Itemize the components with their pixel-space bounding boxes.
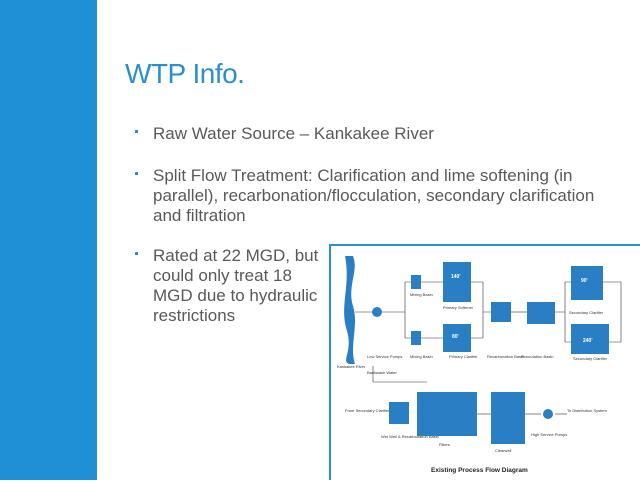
bullet-text: Rated at 22 MGD, but could only treat 18… (153, 246, 319, 325)
process-flow-svg: Kankakee River Low Service Pumps Mixing … (337, 256, 622, 474)
mixing-basin-top (411, 275, 421, 289)
bullet-marker (135, 130, 138, 133)
label-clearwell: Clearwell (495, 448, 512, 453)
primary-softener (443, 262, 471, 302)
label-to-distribution: To Distribution System (567, 408, 607, 413)
flow-lines (355, 281, 622, 415)
label-secondary-clarifier-top: Secondary Clarifier (569, 310, 604, 315)
bullet-text: Raw Water Source – Kankakee River (153, 124, 434, 143)
bullet-marker (135, 252, 138, 255)
diagram-caption: Existing Process Flow Diagram (431, 467, 528, 474)
label-mixing-bottom: Mixing Basin (410, 354, 433, 359)
flocculation-basin (527, 302, 555, 324)
label-mixing-top: Mixing Basin (410, 292, 433, 297)
bullet-item: Split Flow Treatment: Clarification and … (135, 166, 615, 226)
bullet-text: Split Flow Treatment: Clarification and … (153, 166, 595, 225)
bullet-marker (135, 172, 138, 175)
label-filters: Filters (439, 442, 450, 447)
size-sec-top: 90' (581, 278, 588, 284)
label-backwash: Backwash Water (367, 370, 398, 375)
label-low-service: Low Service Pumps (367, 354, 402, 359)
secondary-clarifier-bottom (571, 324, 609, 354)
label-primary-softener: Primary Softener (443, 305, 474, 310)
label-secondary-clarifier-bottom: Secondary Clarifier (573, 356, 608, 361)
primary-clarifier (443, 324, 471, 352)
label-river: Kankakee River (337, 364, 366, 369)
mixing-basin-bottom (411, 331, 421, 345)
bullet-item: Raw Water Source – Kankakee River (135, 124, 615, 144)
label-wet-well: Wet Well & Recarbonation Basin (381, 434, 439, 439)
secondary-clarifier-top (571, 266, 603, 300)
bullet-item: Rated at 22 MGD, but could only treat 18… (135, 246, 323, 326)
bullet-list: Raw Water Source – Kankakee River Split … (135, 124, 615, 326)
label-primary-clarifier: Primary Clarifier (449, 354, 478, 359)
river-shape (344, 256, 355, 364)
size-clarifier: 80' (452, 334, 459, 340)
clearwell (491, 392, 525, 444)
label-high-service: High Service Pumps (531, 432, 567, 437)
sidebar-accent-bar (0, 0, 97, 480)
filters (417, 392, 477, 436)
recarbonation-basin (491, 302, 511, 322)
low-service-pump-icon (372, 307, 382, 317)
label-flocculation: Flocculation Basin (521, 354, 553, 359)
label-from-secondary: From Secondary Clarifier (345, 408, 390, 413)
label-recarbonation: Recarbonation Basin (487, 354, 524, 359)
process-flow-diagram: Kankakee River Low Service Pumps Mixing … (329, 244, 640, 480)
slide-title: WTP Info. (125, 58, 245, 89)
size-softener: 140' (451, 274, 461, 280)
size-sec-bottom: 240' (583, 338, 593, 344)
high-service-pump-icon (543, 409, 553, 419)
wet-well (389, 402, 409, 424)
